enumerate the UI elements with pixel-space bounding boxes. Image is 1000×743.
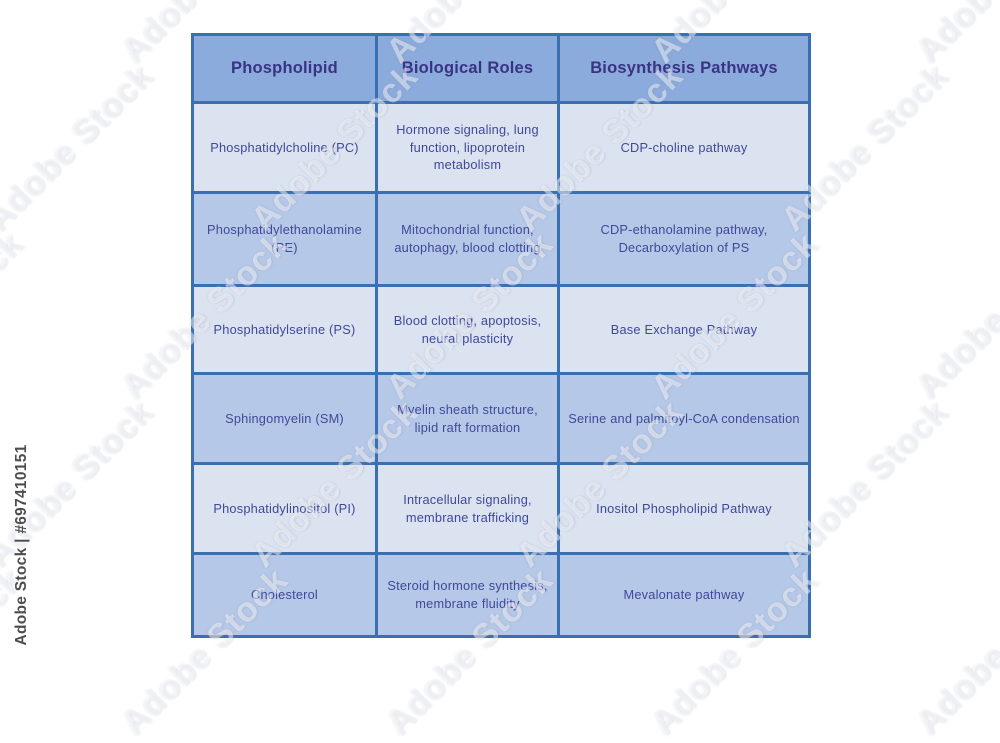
- table-cell: Mitochondrial function, autophagy, blood…: [375, 191, 560, 287]
- table-cell: CDP-choline pathway: [557, 101, 811, 194]
- table-cell: Myelin sheath structure, lipid raft form…: [375, 372, 560, 465]
- table-cell: Phosphatidylethanolamine (PE): [191, 191, 378, 287]
- table-cell: Mevalonate pathway: [557, 552, 811, 638]
- table-row: Phosphatidylcholine (PC)Hormone signalin…: [191, 101, 811, 194]
- phospholipid-table: Phospholipid Biological Roles Biosynthes…: [191, 33, 811, 638]
- column-header-phospholipid: Phospholipid: [191, 33, 378, 104]
- table-cell: CDP-ethanolamine pathway, Decarboxylatio…: [557, 191, 811, 287]
- table-row: Phosphatidylinositol (PI)Intracellular s…: [191, 462, 811, 555]
- adobe-stock-watermark-tile: Adobe Stock: [0, 224, 31, 407]
- adobe-stock-watermark-tile: Adobe Stock: [0, 56, 161, 239]
- column-header-biological-roles: Biological Roles: [375, 33, 560, 104]
- table-cell: Steroid hormone synthesis, membrane flui…: [375, 552, 560, 638]
- table-row: Sphingomyelin (SM)Myelin sheath structur…: [191, 372, 811, 465]
- table-cell: Phosphatidylinositol (PI): [191, 462, 378, 555]
- table-cell: Base Exchange Pathway: [557, 284, 811, 375]
- table-cell: Serine and palmitoyl-CoA condensation: [557, 372, 811, 465]
- table-row: Phosphatidylethanolamine (PE)Mitochondri…: [191, 191, 811, 287]
- adobe-stock-watermark-tile: Adobe Stock: [909, 0, 1000, 71]
- table-cell: Cholesterol: [191, 552, 378, 638]
- table-cell: Hormone signaling, lung function, lipopr…: [375, 101, 560, 194]
- table-cell: Blood clotting, apoptosis, neural plasti…: [375, 284, 560, 375]
- table-cell: Intracellular signaling, membrane traffi…: [375, 462, 560, 555]
- adobe-stock-watermark-tile: Adobe Stock: [0, 0, 31, 71]
- column-header-biosynthesis-pathways: Biosynthesis Pathways: [557, 33, 811, 104]
- table-cell: Inositol Phospholipid Pathway: [557, 462, 811, 555]
- table-cell: Phosphatidylserine (PS): [191, 284, 378, 375]
- table-cell: Sphingomyelin (SM): [191, 372, 378, 465]
- stock-id-watermark: Adobe Stock | #697410151: [13, 444, 30, 646]
- table-row: Phosphatidylserine (PS)Blood clotting, a…: [191, 284, 811, 375]
- adobe-stock-watermark-tile: Adobe Stock: [908, 224, 1000, 407]
- table-body: Phosphatidylcholine (PC)Hormone signalin…: [191, 101, 811, 638]
- table-cell: Phosphatidylcholine (PC): [191, 101, 378, 194]
- adobe-stock-watermark-tile: Adobe Stock: [908, 560, 1000, 743]
- table-header-row: Phospholipid Biological Roles Biosynthes…: [191, 33, 811, 104]
